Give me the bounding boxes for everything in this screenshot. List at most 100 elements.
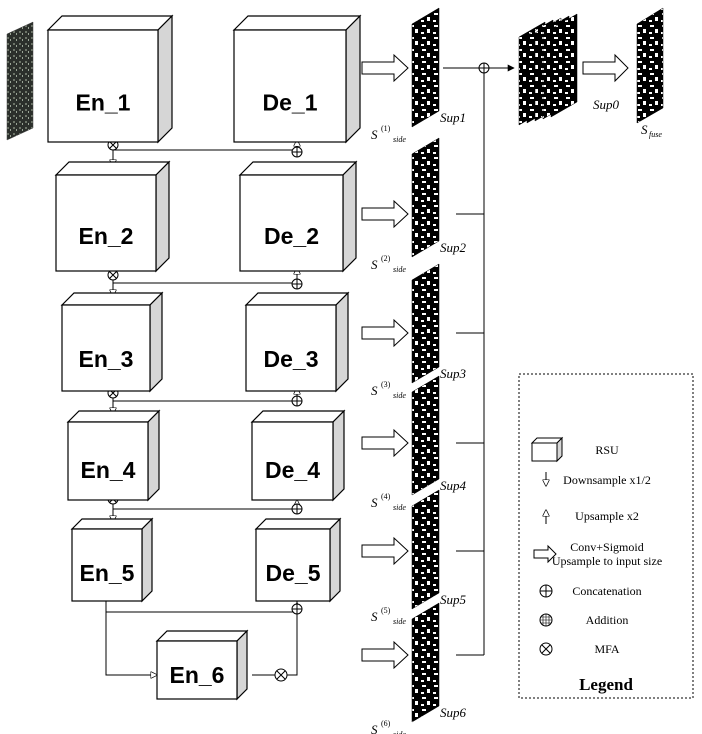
- encoder-block-2-label: En_2: [79, 223, 134, 249]
- fuse-concat-symbol: [478, 62, 490, 74]
- side-outputs: Sup1S(1)sideSup2S(2)sideSup3S(3)sideSup4…: [361, 7, 467, 734]
- encoder-block-4-label: En_4: [81, 457, 136, 483]
- fuse-side-prefix: S: [641, 122, 648, 137]
- rsu-cube-icon: [530, 436, 564, 463]
- side-hollow-arrow: [361, 536, 409, 566]
- side-label-subscript: side: [393, 135, 406, 144]
- side-label-superscript: (6): [381, 719, 391, 728]
- sup-label: Sup1: [440, 110, 466, 125]
- side-label-superscript: (1): [381, 124, 391, 133]
- final-output-image: [636, 7, 664, 124]
- input-image: [6, 21, 34, 141]
- side-label-subscript: side: [393, 617, 406, 626]
- side-label-superscript: (2): [381, 254, 391, 263]
- encoder-block-6-label: En_6: [170, 662, 225, 688]
- side-mask-image: [411, 602, 440, 723]
- side-mask-image: [411, 375, 440, 496]
- collector-line: [443, 67, 485, 656]
- connector-5: [105, 600, 298, 613]
- side-mask-image: [411, 489, 440, 610]
- decoder-block-4-label: De_4: [265, 457, 320, 483]
- encoder-block-4: En_4: [66, 409, 161, 502]
- legend-item-label: Addition: [586, 613, 629, 627]
- side-hollow-arrow: [361, 199, 409, 229]
- encoder-block-5: En_5: [70, 517, 154, 603]
- legend-item-7: MFA: [539, 642, 620, 656]
- encoder-block-1-label: En_1: [76, 90, 131, 116]
- side-hollow-arrow: [361, 640, 409, 670]
- side-label-prefix: S: [371, 722, 378, 734]
- legend-item-3: Upsample x2: [546, 509, 639, 524]
- encoder-block-3-label: En_3: [79, 346, 134, 372]
- legend-item-label: Downsample x1/2: [563, 473, 651, 487]
- encoder-block-5-label: En_5: [80, 560, 135, 586]
- side-label-subscript: side: [393, 265, 406, 274]
- side-hollow-arrow: [361, 428, 409, 458]
- legend-item-label: Conv+Sigmoid: [570, 540, 643, 554]
- decoder-blocks: De_1De_2De_3De_4De_5: [232, 14, 362, 603]
- side-label-prefix: S: [371, 609, 378, 624]
- decoder-block-1-label: De_1: [263, 90, 318, 116]
- legend-item-label: Upsample to input size: [552, 554, 662, 568]
- sup-label: Sup5: [440, 592, 467, 607]
- side-label-subscript: side: [393, 730, 406, 734]
- decoder-block-4: De_4: [250, 409, 346, 502]
- sup-label: Sup4: [440, 478, 467, 493]
- mfa-icon: [539, 642, 553, 656]
- decoder-block-2-label: De_2: [264, 223, 319, 249]
- legend-box: [518, 373, 694, 699]
- side-hollow-arrow: [361, 53, 409, 83]
- side-hollow-arrow: [361, 318, 409, 348]
- legend-item-5: Concatenation: [539, 584, 642, 598]
- side-label-prefix: S: [371, 383, 378, 398]
- side-mask-image: [411, 7, 440, 128]
- encoder-block-6: En_6: [155, 629, 249, 701]
- decoder-block-2: De_2: [238, 160, 358, 273]
- concat-symbols: [291, 146, 303, 615]
- side-label-superscript: (5): [381, 606, 391, 615]
- decoder-block-5-label: De_5: [266, 560, 321, 586]
- side-mask-image: [411, 263, 440, 384]
- side-label-prefix: S: [371, 495, 378, 510]
- side-mask-image: [411, 137, 440, 258]
- decoder-block-3-label: De_3: [264, 346, 319, 372]
- legend-item-1: RSU: [530, 436, 619, 463]
- decoder-block-5: De_5: [254, 517, 342, 603]
- legend-item-6: Addition: [539, 613, 629, 627]
- side-label-superscript: (3): [381, 380, 391, 389]
- side-label-subscript: side: [393, 503, 406, 512]
- side-label-prefix: S: [371, 127, 378, 142]
- encoder-block-3: En_3: [60, 291, 164, 393]
- fuse-side-subscript: fuse: [649, 130, 662, 139]
- legend-item-label: RSU: [595, 443, 619, 457]
- hollow-arrow-icon: [533, 544, 557, 564]
- sup-label: Sup2: [440, 240, 467, 255]
- sup-label: Sup6: [440, 705, 467, 720]
- side-label-subscript: side: [393, 391, 406, 400]
- static-layer: [6, 7, 664, 682]
- en5-en6-link: [105, 612, 157, 675]
- encoder-blocks: En_1En_2En_3En_4En_5En_6: [46, 14, 249, 701]
- legend-item-label: Upsample x2: [575, 509, 639, 523]
- side-label-prefix: S: [371, 257, 378, 272]
- en6-de5-link: [252, 612, 298, 676]
- fuse-sup-label: Sup0: [593, 97, 620, 112]
- legend-item-label: MFA: [594, 642, 619, 656]
- fused-stack: [518, 13, 578, 126]
- side-label-superscript: (4): [381, 492, 391, 501]
- sup-label: Sup3: [440, 366, 467, 381]
- mfa-symbols: [107, 139, 288, 682]
- addition-icon: [539, 613, 553, 627]
- concat-icon: [539, 584, 553, 598]
- legend-item-label: Concatenation: [572, 584, 641, 598]
- fuse-hollow-arrow: [582, 53, 629, 83]
